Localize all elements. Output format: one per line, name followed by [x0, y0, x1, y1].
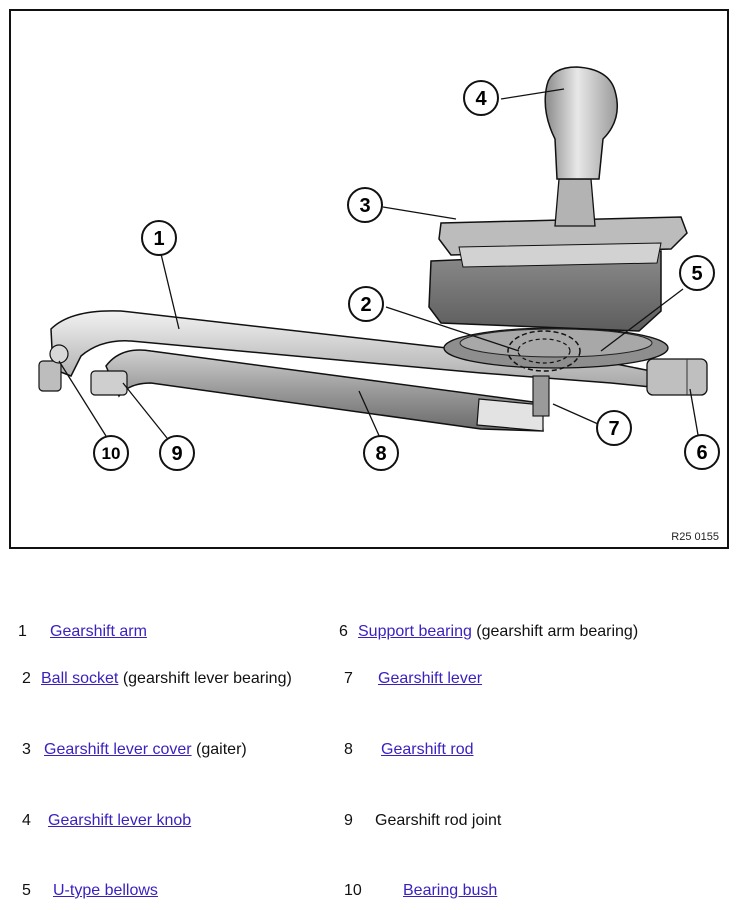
- callout-4: 4: [463, 80, 499, 116]
- svg-text:2: 2: [360, 294, 371, 316]
- legend-number: 4: [22, 812, 31, 829]
- legend-number: 3: [22, 741, 31, 758]
- gearshift-diagram: 1 2 3 4 5 6 7 8 9 10 R25 0155: [9, 9, 729, 549]
- callout-3: 3: [347, 187, 383, 223]
- support-bearing-part: [646, 358, 708, 396]
- legend-number: 9: [344, 812, 353, 829]
- gearshift-arm-part: [38, 310, 652, 392]
- callout-6: 6: [684, 434, 720, 470]
- legend-number: 2: [22, 670, 31, 687]
- legend-link-support-bearing[interactable]: Support bearing: [358, 623, 472, 640]
- callout-8: 8: [363, 435, 399, 471]
- svg-text:5: 5: [691, 263, 702, 285]
- svg-text:4: 4: [475, 88, 487, 110]
- legend-link-gearshift-lever-knob[interactable]: Gearshift lever knob: [48, 812, 192, 829]
- callout-1: 1: [141, 220, 177, 256]
- callout-5: 5: [679, 255, 715, 291]
- legend-item-10: 10 Bearing bush: [344, 881, 497, 901]
- legend-item-1: 1 Gearshift arm: [18, 622, 147, 642]
- legend-number: 7: [344, 670, 353, 687]
- legend-item-5: 5 U-type bellows: [22, 881, 158, 901]
- callout-9: 9: [159, 435, 195, 471]
- svg-text:9: 9: [171, 443, 182, 465]
- bellows-part: [443, 327, 669, 372]
- legend-number: 8: [344, 741, 353, 758]
- figure-code: R25 0155: [671, 531, 719, 543]
- legend-link-gearshift-lever[interactable]: Gearshift lever: [378, 670, 483, 687]
- callout-10: 10: [93, 435, 129, 471]
- svg-text:10: 10: [102, 444, 121, 463]
- callout-2: 2: [348, 286, 384, 322]
- legend-item-4: 4 Gearshift lever knob: [22, 811, 191, 831]
- legend-link-ball-socket[interactable]: Ball socket: [41, 670, 119, 687]
- legend-number: 5: [22, 882, 31, 899]
- legend-item-8: 8 Gearshift rod: [344, 740, 473, 760]
- svg-text:8: 8: [375, 443, 386, 465]
- legend-number: 6: [339, 623, 348, 640]
- diagram-drawing: 1 2 3 4 5 6 7 8 9 10: [38, 66, 720, 471]
- legend-item-9: 9 Gearshift rod joint: [344, 811, 501, 831]
- svg-text:6: 6: [696, 442, 707, 464]
- legend-item-7: 7 Gearshift lever: [344, 669, 482, 689]
- svg-text:1: 1: [153, 228, 164, 250]
- legend-link-gearshift-arm[interactable]: Gearshift arm: [50, 623, 147, 640]
- gearshift-rod-part: [90, 349, 544, 432]
- svg-text:3: 3: [359, 195, 370, 217]
- shift-housing-part: [428, 216, 688, 332]
- legend-link-u-type-bellows[interactable]: U-type bellows: [53, 882, 158, 899]
- gearshift-lever-part: [532, 66, 618, 417]
- legend-link-gearshift-lever-cover[interactable]: Gearshift lever cover: [44, 741, 192, 758]
- legend-number: 10: [344, 882, 362, 899]
- callout-7: 7: [596, 410, 632, 446]
- legend-number: 1: [18, 623, 27, 640]
- legend-link-gearshift-rod[interactable]: Gearshift rod: [381, 741, 474, 758]
- leader-lines: [58, 88, 702, 453]
- legend-link-bearing-bush[interactable]: Bearing bush: [403, 882, 498, 899]
- svg-text:7: 7: [608, 418, 619, 440]
- legend-text-gearshift-rod-joint: Gearshift rod joint: [375, 812, 502, 829]
